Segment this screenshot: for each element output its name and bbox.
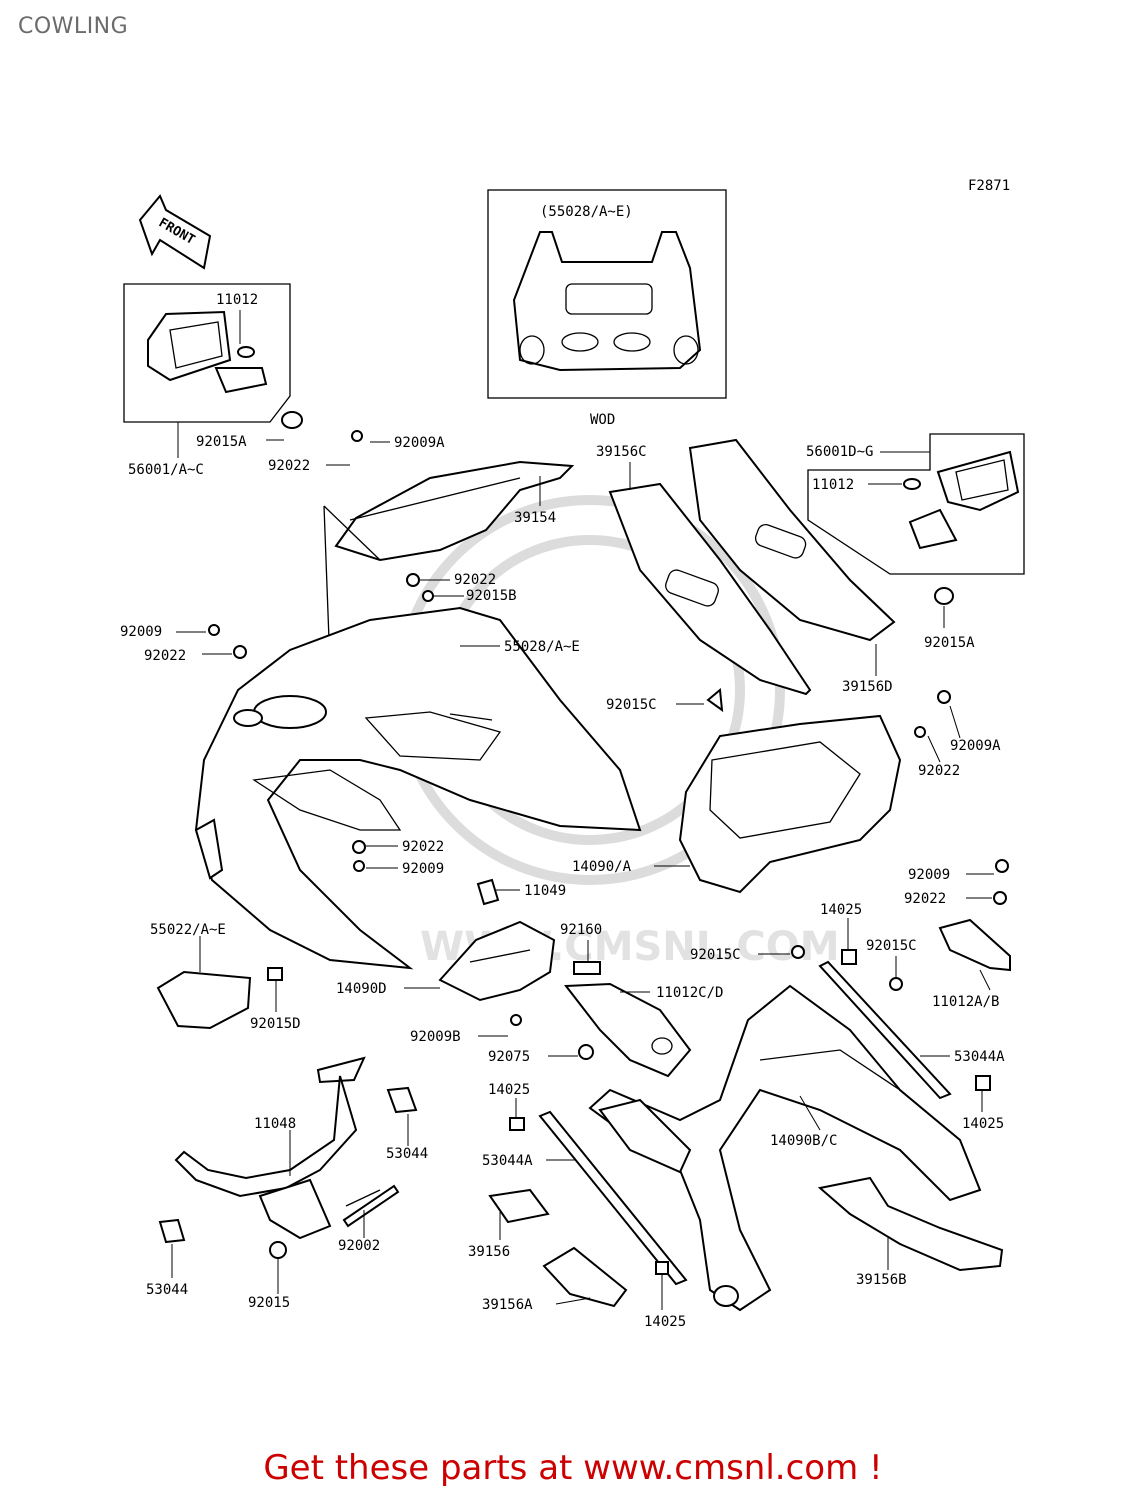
part-label: 92009 <box>120 624 162 640</box>
inset-windscreen-variant: (55028/A~E) WOD <box>487 189 727 428</box>
undercover-55022 <box>156 970 252 1030</box>
part-label: 92022 <box>144 648 186 664</box>
left-mirror-assembly <box>123 283 303 429</box>
part-label: 53044A <box>482 1153 533 1169</box>
part-label: 92009A <box>950 738 1001 754</box>
stay-11048 <box>174 1056 381 1240</box>
inner-panels-39156c-d <box>608 438 896 696</box>
part-label: 11012A/B <box>932 994 999 1010</box>
part-label: 53044A <box>954 1049 1005 1065</box>
part-label: 92009 <box>402 861 444 877</box>
part-label: 92015D <box>250 1016 301 1032</box>
part-label: 92022 <box>904 891 946 907</box>
page-title: COWLING <box>18 14 129 39</box>
part-label: 92002 <box>338 1238 380 1254</box>
part-label: 39156 <box>468 1244 510 1260</box>
part-label: 92015B <box>466 588 517 604</box>
part-label: 11049 <box>524 883 566 899</box>
part-label: 14025 <box>488 1082 530 1098</box>
lower-cowl-14090b-c <box>588 984 982 1312</box>
trim-strips-53044a <box>538 960 952 1286</box>
part-label: 92009 <box>908 867 950 883</box>
part-label: 53044 <box>386 1146 428 1162</box>
part-label: 39154 <box>514 510 556 526</box>
clips-53044 <box>158 1086 418 1244</box>
small-hardware <box>208 430 1009 1275</box>
part-label: 92022 <box>454 572 496 588</box>
part-label: 14025 <box>962 1116 1004 1132</box>
leader-lines <box>171 310 994 1310</box>
part-label: 14090/A <box>572 859 632 875</box>
part-label: 92009B <box>410 1029 461 1045</box>
upper-cowl-55028 <box>194 606 642 970</box>
part-label: 53044 <box>146 1282 188 1298</box>
part-label: 56001/A~C <box>128 462 204 478</box>
part-label: 11012C/D <box>656 985 723 1001</box>
part-label: 92015C <box>606 697 657 713</box>
part-label: 11012 <box>216 292 258 308</box>
part-labels: 11012 92015A 56001/A~C 92009A 92022 3915… <box>120 292 1005 1330</box>
inner-cover-14090 <box>678 688 902 894</box>
part-label: 55022/A~E <box>150 922 226 938</box>
part-label: 92015 <box>248 1295 290 1311</box>
part-label: 92022 <box>402 839 444 855</box>
part-label: 14025 <box>820 902 862 918</box>
part-label: 92009A <box>394 435 445 451</box>
part-label: 39156D <box>842 679 893 695</box>
inset-label: (55028/A~E) <box>540 204 633 220</box>
part-label: 11012 <box>812 477 854 493</box>
part-label: 92160 <box>560 922 602 938</box>
part-label: 14025 <box>644 1314 686 1330</box>
part-label: 14090B/C <box>770 1133 837 1149</box>
part-label: 56001D~G <box>806 444 873 460</box>
part-label: 39156B <box>856 1272 907 1288</box>
air-duct-11012a-b <box>938 918 1011 972</box>
right-mirror-assembly <box>807 433 1025 605</box>
part-label: 92015C <box>866 938 917 954</box>
part-label: 92075 <box>488 1049 530 1065</box>
foam-pads <box>488 1176 1004 1308</box>
air-duct-11012c-d <box>564 982 692 1078</box>
promo-link[interactable]: Get these parts at www.cmsnl.com ! <box>263 1448 883 1488</box>
front-arrow-icon: FRONT <box>138 194 212 270</box>
part-label: 92022 <box>918 763 960 779</box>
part-label: 55028/A~E <box>504 639 580 655</box>
inset-caption: WOD <box>590 412 615 428</box>
front-cover-14090d <box>438 920 556 1002</box>
part-label: 92015C <box>690 947 741 963</box>
part-label: 92015A <box>196 434 247 450</box>
part-label: 92022 <box>268 458 310 474</box>
part-label: 39156A <box>482 1297 533 1313</box>
part-label: 92015A <box>924 635 975 651</box>
part-label: 11048 <box>254 1116 296 1132</box>
part-label: 39156C <box>596 444 647 460</box>
part-label: 14090D <box>336 981 387 997</box>
figure-code: F2871 <box>968 178 1010 194</box>
parts-diagram: WWW.CMSNL.COM F2871 FRONT (55028/A~E) WO… <box>120 178 1025 1330</box>
